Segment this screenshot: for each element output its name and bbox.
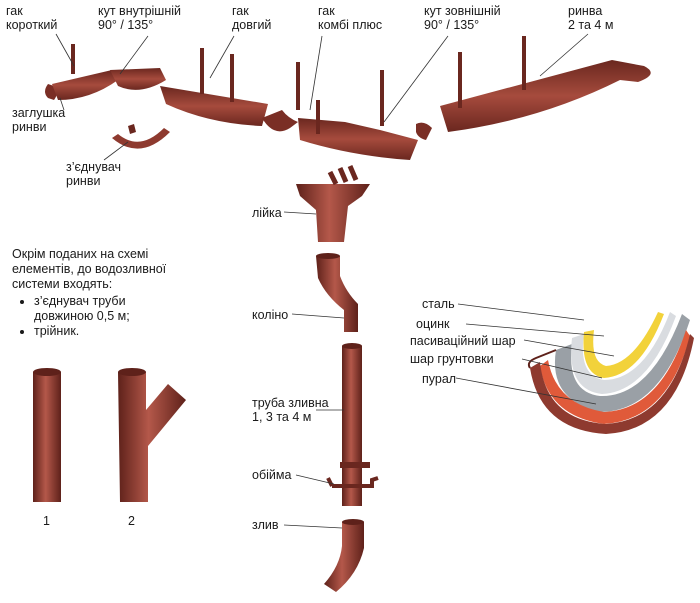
hook-combi-shape [316,100,320,134]
inner-corner-shape [110,68,166,90]
hook-long-shape-1 [200,48,204,94]
layers-cross-section [527,312,694,434]
layer-pural-shape [530,334,694,434]
number-1: 1 [43,514,50,528]
clamp-shape [326,476,379,488]
gutter-drop-joint [262,110,298,132]
label-funnel: лійка [252,206,282,220]
number-2: 2 [128,514,135,528]
label-gutter-connector: з’єднувач ринви [66,160,122,188]
gutter-assembly [45,36,651,160]
funnel-shape [296,184,370,242]
hook-short-shape [71,44,75,74]
leader-lines [55,33,615,529]
layer-label-primer: шар грунтовки [410,352,494,366]
gutter-left-segment [52,70,118,100]
note-intro: Окрім поданих на схемі елементів, до вод… [12,247,167,291]
downpipe-assembly [296,165,379,592]
tee-shape [118,372,186,502]
extra-elements-note: Окрім поданих на схемі елементів, до вод… [12,247,242,339]
funnel-teeth [327,165,359,186]
layer-label-zinc: оцинк [416,317,450,331]
label-clamp: обійма [252,468,292,482]
hook-long-shape-3 [296,62,300,110]
pipe-connector-shape [33,372,61,502]
gutter-connector-shape [112,128,170,149]
outlet-shape [324,522,364,592]
note-list: з’єднувач труби довжиною 0,5 м; трійник. [12,294,242,339]
layer-primer-shape [540,330,690,424]
pipe-shape [342,346,362,506]
layer-passivation-shape [583,312,664,378]
layer-label-pural: пурал [422,372,457,386]
layer-steel-shape [554,314,690,412]
gutter-right-long [440,60,651,132]
label-outlet: злив [252,518,279,532]
gutter-connector-tab [128,124,136,134]
label-hook-combi: гак комбі плюс [318,4,383,32]
hook-long-shape-2 [230,54,234,102]
layer-label-steel: сталь [422,297,455,311]
layer-label-passivation: пасиваційний шар [410,334,516,348]
outer-corner-shape [298,118,418,160]
label-end-cap: заглушка ринви [12,106,66,134]
hook-outer-shape [380,70,384,126]
note-item-pipe-connector: з’єднувач труби довжиною 0,5 м; [34,294,242,324]
hook-right-2 [522,36,526,90]
note-item-tee: трійник. [34,324,242,339]
label-hook-short: гак короткий [6,4,58,32]
extra-elements [33,368,186,502]
elbow-shape [316,256,358,332]
layer-zinc-shape [571,312,676,394]
label-corner-outer: кут зовнішній 90° / 135° [424,4,501,32]
label-pipe: труба злив­на 1, 3 та 4 м [252,396,329,424]
label-gutter: ринва 2 та 4 м [568,4,614,32]
label-hook-long: гак довгий [232,4,272,32]
label-corner-inner: кут внутрішній 90° / 135° [98,4,181,32]
label-elbow: коліно [252,308,289,322]
hook-right-1 [458,52,462,108]
right-joint [416,122,432,140]
gutter-left-long [160,86,268,126]
